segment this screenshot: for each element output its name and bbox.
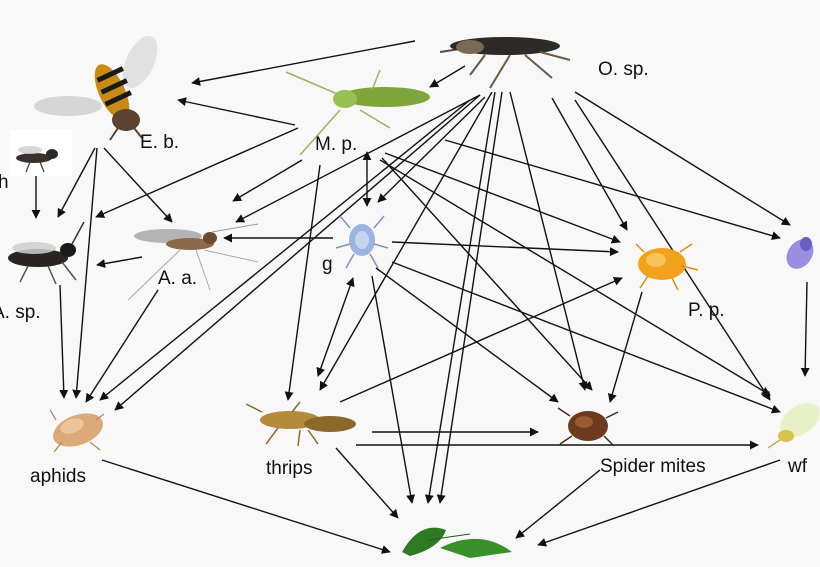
spider-mite-icon [557, 407, 619, 447]
edge-pp-spider-mites [607, 291, 643, 403]
edge-osp-g [377, 96, 486, 203]
mite-icon [335, 215, 389, 269]
label-thrips: thrips [266, 458, 312, 479]
edge-osp-beetle [574, 91, 791, 226]
edge-aa-aphids [85, 289, 159, 403]
edge-osp-aphids [114, 94, 481, 411]
wasp-icon [8, 221, 85, 285]
edge-beetle-wf [800, 281, 810, 377]
hoverfly-icon [34, 35, 158, 141]
lacewing-icon [285, 69, 430, 156]
edge-aphids-plant [101, 459, 391, 554]
edge-eb-aphids [72, 147, 98, 399]
edge-mp-pp-1 [384, 152, 621, 244]
edge-osp-plant-2 [436, 91, 503, 504]
edge-osp-spider-mites [509, 91, 588, 391]
label-wf: wf [787, 456, 808, 477]
edge-mp-asp [95, 127, 299, 218]
edge-g-spider-mites [375, 267, 559, 403]
edge-thrips-plant [335, 447, 399, 519]
edge-osp-a-a [235, 94, 481, 223]
plant-leaf-icon [402, 527, 512, 558]
edge-osp-pp [551, 97, 628, 231]
edge-eb-asp [57, 147, 96, 218]
edge-osp-eb [191, 40, 416, 86]
predatory-mite-icon [635, 243, 699, 291]
bug-icon [439, 37, 571, 89]
label-a-a: A. a. [158, 268, 197, 289]
thrips-icon [245, 401, 356, 447]
edge-aa-asp [96, 256, 143, 269]
beetle-icon [786, 237, 814, 269]
edge-mp-aphids [99, 99, 471, 401]
labels: O. sp. E. b. M. p. h g A. a. A. sp. P. p… [0, 59, 808, 487]
edge-g-pp [391, 241, 619, 257]
gall-midge-icon [127, 223, 259, 301]
small-wasp-icon [10, 130, 72, 176]
label-a-sp: A. sp. [0, 302, 41, 323]
whitefly-icon [767, 402, 820, 449]
edge-g-wf [391, 261, 781, 414]
edge-g-thrips [316, 277, 355, 377]
label-o-sp: O. sp. [598, 59, 649, 80]
edge-g-plant-1 [371, 275, 416, 504]
label-left-cut: h [0, 172, 9, 193]
edge-eb-aa [103, 147, 173, 223]
edge-asp-aphids [59, 284, 69, 399]
edge-osp-plant-1 [424, 91, 496, 504]
edge-mp-beetle [444, 139, 781, 241]
edge-mp-aa [232, 159, 303, 202]
edge-mp-thrips [284, 164, 321, 401]
edge-wf-plant [537, 459, 781, 547]
label-aphids: aphids [30, 466, 86, 487]
edge-mp-spider-mites [381, 157, 593, 391]
aphid-icon [49, 409, 105, 453]
edge-mp-eb [177, 97, 296, 126]
label-spider-mites: Spider mites [600, 456, 706, 477]
edge-thrips-pp [339, 277, 623, 403]
edges [31, 40, 810, 554]
label-m-p: M. p. [315, 134, 357, 155]
label-e-b: E. b. [140, 132, 179, 153]
edge-osp-mp [429, 65, 466, 88]
label-g: g [322, 254, 333, 275]
label-p-p: P. p. [688, 300, 725, 321]
edge-spider-mites-plant [515, 469, 601, 539]
edge-mp-wf [379, 159, 771, 396]
